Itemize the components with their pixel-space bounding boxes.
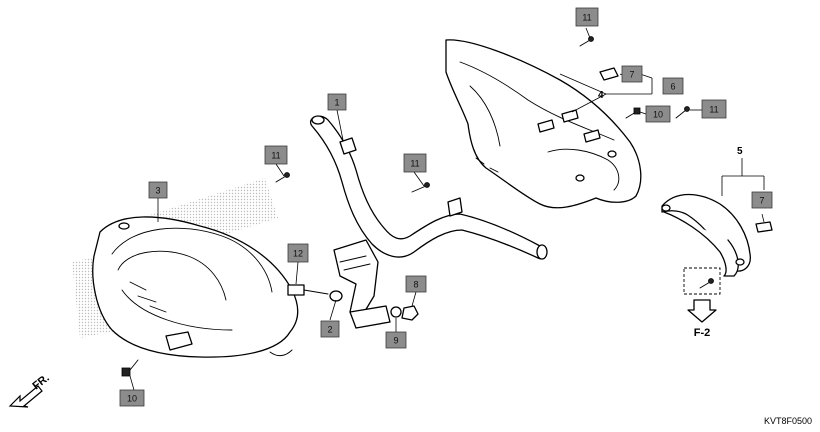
svg-text:9: 9 [393, 336, 398, 346]
svg-text:12: 12 [293, 249, 303, 259]
callout-7-right: 7 [751, 191, 773, 209]
washer-9 [390, 306, 402, 318]
svg-text:7: 7 [759, 196, 764, 206]
callout-11-middle: 11 [403, 153, 427, 173]
callout-10-bottom: 10 [119, 389, 145, 407]
pad-parts [599, 67, 773, 233]
bolt-10-bottom [121, 359, 139, 377]
screw-11-left [275, 172, 290, 183]
fasteners [121, 36, 714, 377]
nut-8 [401, 305, 419, 321]
svg-text:3: 3 [155, 186, 160, 196]
callout-11-right: 11 [701, 99, 727, 119]
svg-text:2: 2 [327, 325, 332, 335]
svg-text:11: 11 [410, 159, 419, 169]
callout-3: 3 [148, 181, 168, 199]
svg-text:11: 11 [271, 151, 280, 161]
screw-11-top [579, 36, 594, 47]
svg-text:7: 7 [629, 70, 634, 80]
callout-1: 1 [327, 93, 347, 111]
svg-text:1: 1 [334, 98, 339, 108]
screw-11-middle [411, 182, 430, 193]
callout-8: 8 [405, 275, 427, 293]
diagram-code: KVT8F0500 [764, 416, 812, 426]
callout-10-right: 10 [645, 105, 671, 123]
svg-text:6: 6 [670, 82, 675, 92]
callout-11-left: 11 [264, 145, 288, 165]
handlebar [309, 115, 548, 329]
front-handlebar-cover [92, 216, 299, 358]
group-label-5: 5 [721, 146, 765, 196]
svg-text:8: 8 [413, 280, 418, 290]
screw-f2 [699, 278, 714, 289]
bracket-assembly [661, 193, 751, 277]
rear-handlebar-cover [445, 39, 642, 209]
callout-7-top: 7 [621, 65, 643, 83]
screw-11-right [675, 106, 690, 119]
callout-2: 2 [320, 320, 340, 338]
bolt-12 [287, 284, 329, 296]
collar-2 [329, 290, 343, 302]
callout-6: 6 [662, 77, 684, 95]
svg-text:11: 11 [709, 105, 718, 115]
callout-9: 9 [385, 331, 407, 349]
callout-12: 12 [287, 243, 309, 263]
callout-11-top: 11 [575, 7, 599, 27]
front-direction-arrow: FR. [8, 372, 52, 408]
svg-text:5: 5 [737, 146, 743, 157]
svg-text:10: 10 [127, 394, 137, 404]
svg-text:11: 11 [582, 13, 591, 23]
bolt-10-right [625, 107, 641, 119]
reference-box: F-2 [683, 267, 721, 339]
reference-label: F-2 [694, 327, 711, 339]
svg-text:4: 4 [598, 90, 604, 101]
svg-text:10: 10 [653, 110, 663, 120]
